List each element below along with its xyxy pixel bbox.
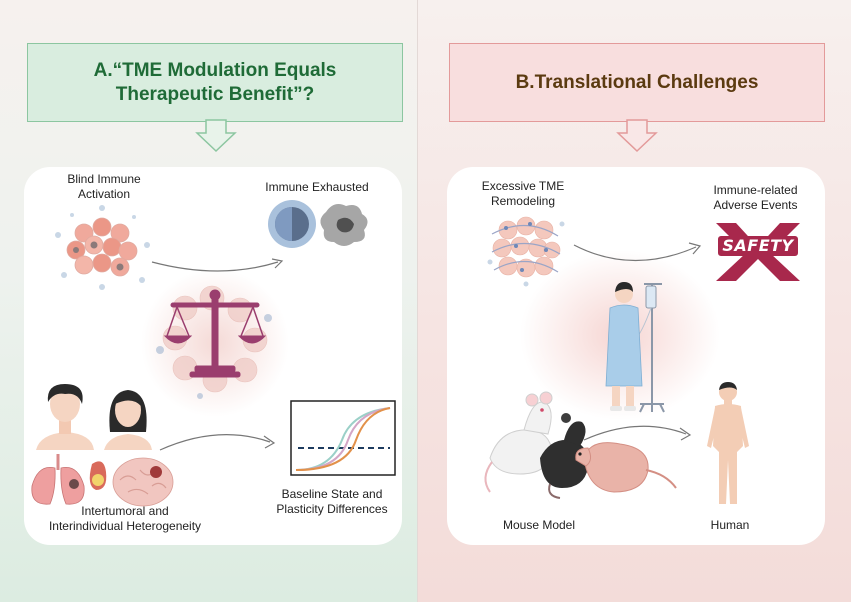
organs-icon [31, 454, 174, 507]
exhausted-cells-icon [268, 200, 368, 248]
patient-iv-icon [605, 282, 665, 413]
arrow-hetero-to-baseline [159, 434, 276, 451]
irae-line1: Immune-related [713, 183, 798, 197]
irae-line2: Adverse Events [713, 198, 798, 212]
patient-faces-icon [36, 384, 152, 450]
blind-line2: Activation [77, 187, 131, 201]
safety-label: SAFETY [718, 236, 798, 256]
balance-scale-icon [163, 289, 267, 378]
human-figure-icon [707, 382, 749, 504]
label-heterogeneity: Intertumoral and Interindividual Heterog… [30, 504, 220, 534]
excessive-line1: Excessive TME [481, 179, 565, 193]
panel-a-title: A.“TME Modulation Equals Therapeutic Ben… [27, 43, 403, 122]
sigmoid-curves-icon [290, 400, 396, 476]
panel-divider [417, 0, 418, 602]
baseline-line1: Baseline State and [281, 487, 383, 501]
panel-b-title-text: B.Translational Challenges [515, 71, 759, 93]
hetero-line2: Interindividual Heterogeneity [48, 519, 202, 533]
panel-a-title-line2: Therapeutic Benefit”? [115, 83, 315, 105]
panel-a-down-arrow [195, 119, 237, 153]
blind-line1: Blind Immune [67, 172, 141, 186]
remodeling-cluster-icon [487, 216, 565, 287]
panel-b-title: B.Translational Challenges [449, 43, 825, 122]
panel-a-title-line1: A.“TME Modulation Equals [93, 59, 337, 81]
label-irae: Immune-related Adverse Events [693, 183, 818, 213]
label-mouse-model: Mouse Model [502, 518, 576, 532]
baseline-line2: Plasticity Differences [276, 502, 388, 516]
label-excessive-tme: Excessive TME Remodeling [468, 179, 578, 209]
tumor-cluster-icon [55, 205, 150, 290]
label-blind-immune-activation: Blind Immune Activation [44, 172, 164, 202]
arrow-excessive-to-irae [573, 242, 702, 262]
label-baseline-state: Baseline State and Plasticity Difference… [262, 487, 402, 517]
label-human: Human [710, 518, 750, 532]
hetero-line1: Intertumoral and [81, 504, 169, 518]
excessive-line2: Remodeling [490, 194, 556, 208]
panel-b-down-arrow [616, 119, 658, 153]
label-immune-exhausted: Immune Exhausted [265, 180, 369, 194]
arrow-mouse-to-human [583, 425, 692, 441]
mice-icon [484, 391, 677, 499]
